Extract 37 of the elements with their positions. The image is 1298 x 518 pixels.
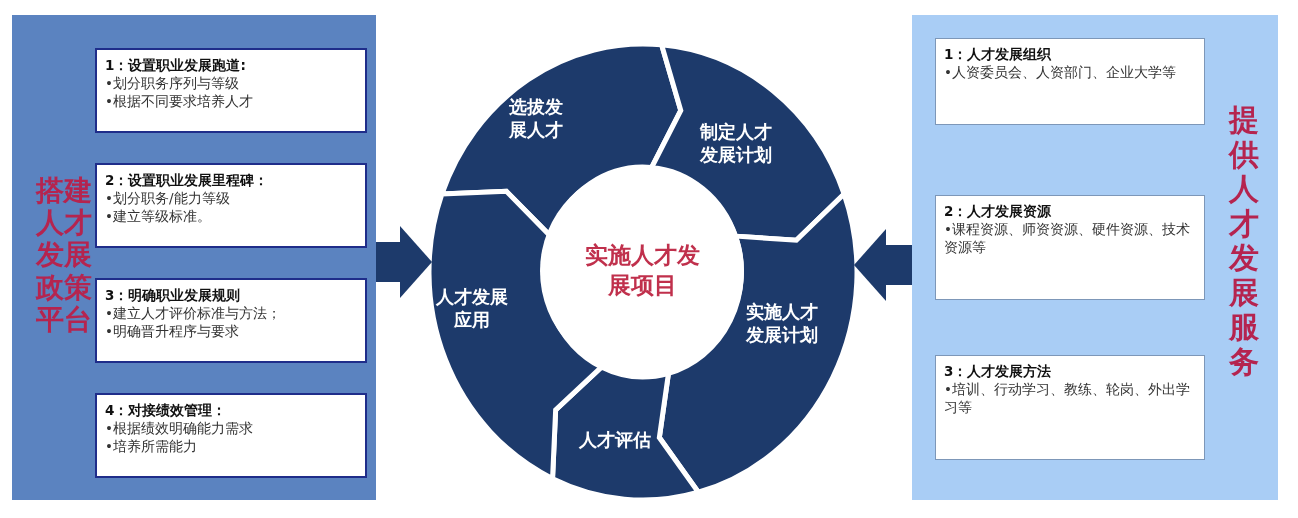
- box-heading: 2：人才发展资源: [944, 202, 1053, 221]
- bullet-item: •根据不同要求培养人才: [105, 92, 254, 111]
- text-box: [935, 355, 1205, 460]
- panel-label: 搭建人才发展政策平台: [34, 175, 93, 336]
- bullet-item: •建立等级标准。: [105, 207, 212, 226]
- text-box: [935, 38, 1205, 125]
- box-heading: 1：人才发展组织: [944, 45, 1053, 64]
- text-box: [935, 195, 1205, 300]
- bullet-item: •根据绩效明确能力需求: [105, 419, 254, 438]
- panel-label: 提供人才发展服务: [1227, 103, 1260, 379]
- bullet-item: •人资委员会、人资部门、企业大学等: [944, 63, 1177, 82]
- segment-label: 人才评估: [578, 428, 652, 452]
- box-heading: 2：设置职业发展里程碑：: [105, 171, 270, 190]
- bullet-item: •划分职务/能力等级: [105, 189, 231, 208]
- text-box: [95, 163, 367, 248]
- segment-label: 选拔发展人才: [508, 95, 564, 142]
- bullet-item: •培训、行动学习、教练、轮岗、外出学习等: [944, 380, 1191, 417]
- side-panel: [912, 15, 1278, 500]
- text-box: [95, 278, 367, 363]
- bullet-item: •培养所需能力: [105, 437, 198, 456]
- side-panel: [12, 15, 376, 500]
- text-box: [95, 48, 367, 133]
- bullet-item: •明确晋升程序与要求: [105, 322, 240, 341]
- segment-label: 人才发展应用: [435, 285, 509, 332]
- segment-label: 实施人才发展计划: [745, 300, 819, 347]
- box-heading: 4：对接绩效管理：: [105, 401, 228, 420]
- box-heading: 3：人才发展方法: [944, 362, 1053, 381]
- bullet-item: •划分职务序列与等级: [105, 74, 240, 93]
- bullet-item: •建立人才评价标准与方法；: [105, 304, 282, 323]
- block-arrow: [854, 229, 912, 301]
- text-box: [95, 393, 367, 478]
- bullet-item: •课程资源、师资资源、硬件资源、技术资源等: [944, 220, 1191, 257]
- box-heading: 3：明确职业发展规则: [105, 286, 242, 305]
- segment-label: 制定人才发展计划: [699, 120, 773, 167]
- center-label: 实施人才发展项目: [583, 241, 701, 300]
- box-heading: 1：设置职业发展跑道:: [105, 56, 247, 75]
- block-arrow: [376, 226, 432, 298]
